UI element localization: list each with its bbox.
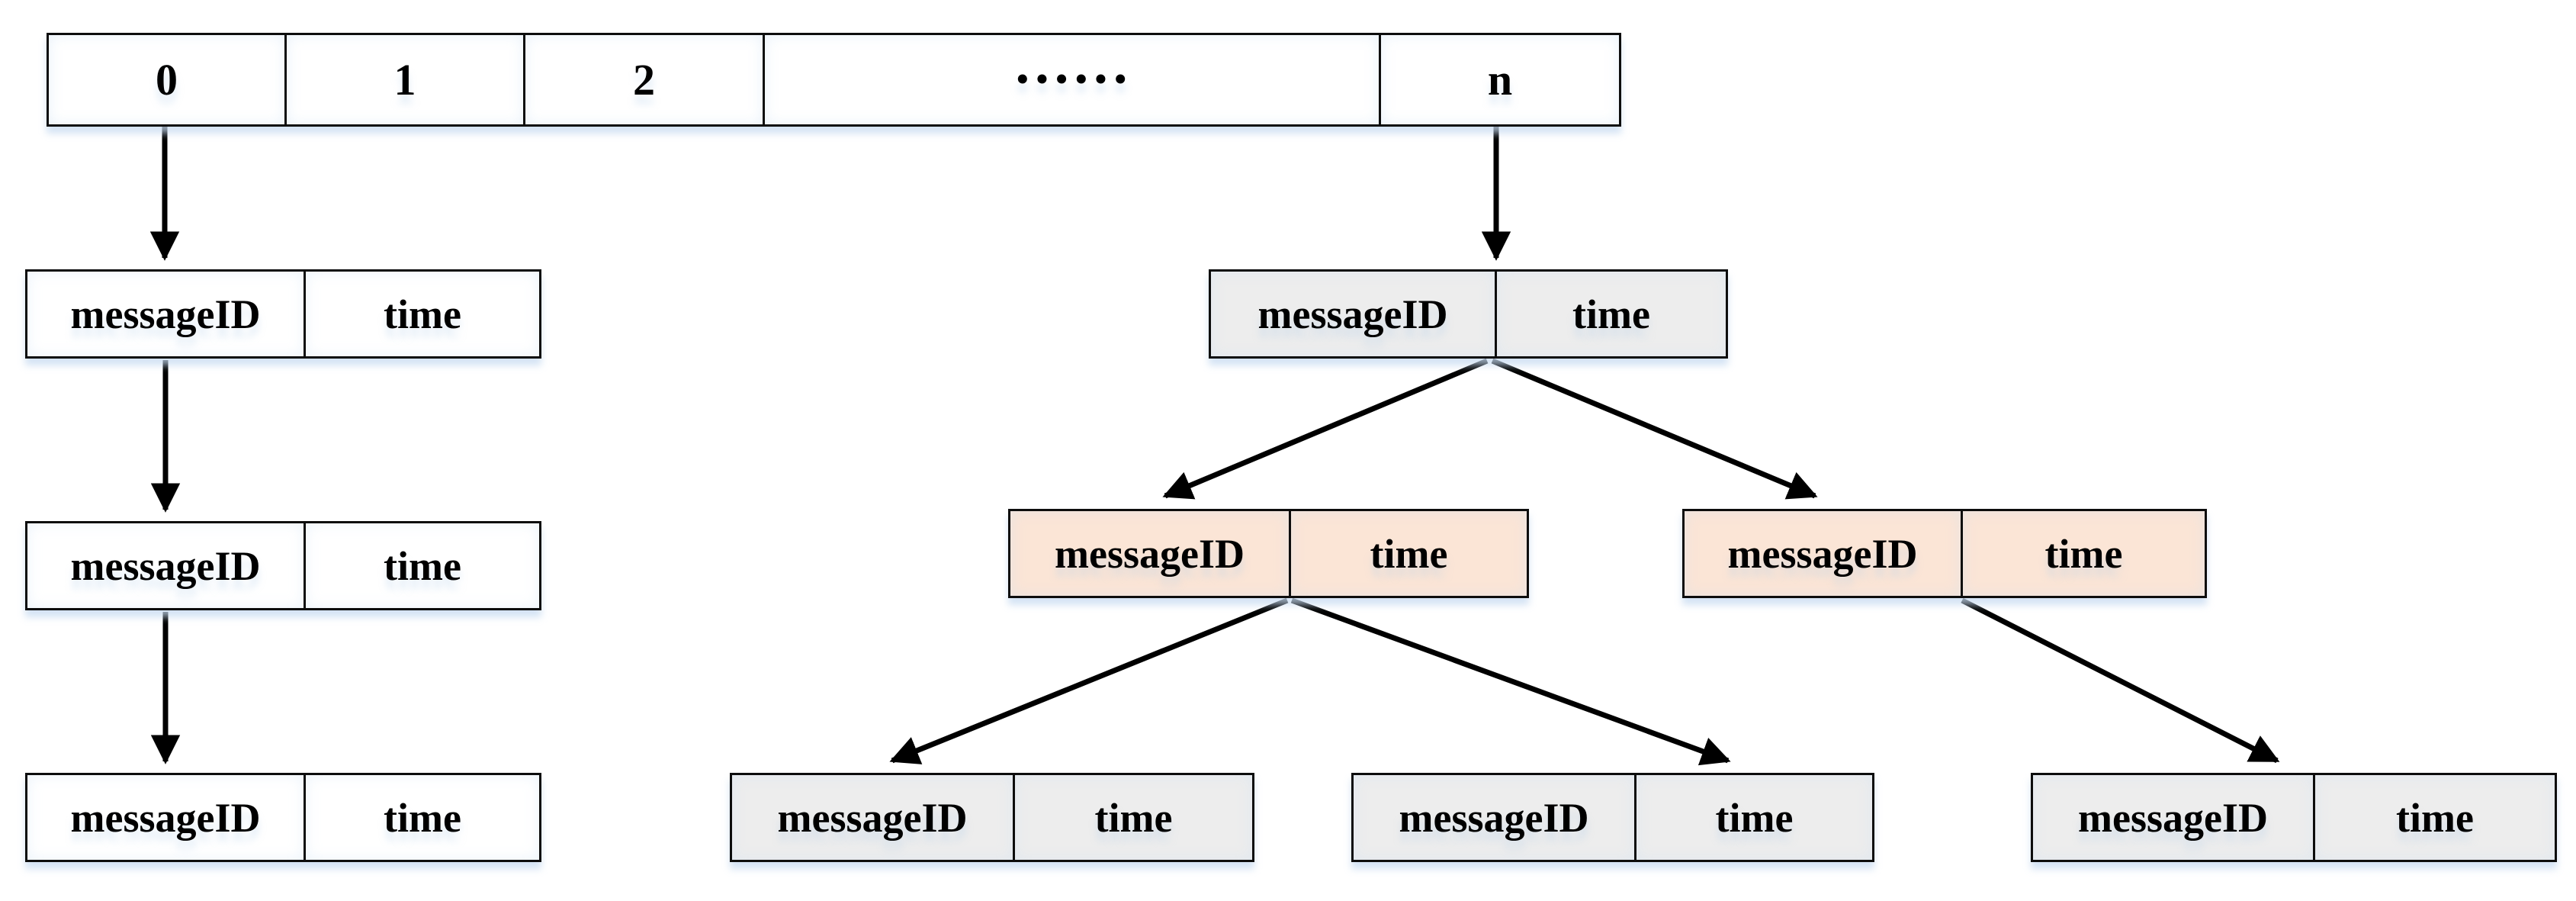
array-cell-n: n bbox=[1379, 35, 1619, 124]
time-cell: time bbox=[306, 272, 539, 356]
arrow-root-to-tree-right bbox=[1491, 358, 1818, 500]
time-cell: time bbox=[1963, 511, 2205, 596]
messageid-cell: messageID bbox=[1354, 775, 1636, 860]
messageid-cell: messageID bbox=[2033, 775, 2315, 860]
arrow-treeleft-to-leaf1 bbox=[889, 597, 1289, 764]
messageid-cell: messageID bbox=[1685, 511, 1963, 596]
time-cell: time bbox=[2315, 775, 2555, 860]
array-cell-2: 2 bbox=[523, 35, 763, 124]
node-leaf-1: messageID time bbox=[730, 773, 1254, 862]
time-cell: time bbox=[306, 523, 539, 608]
time-cell: time bbox=[1497, 272, 1726, 356]
node-leaf-2: messageID time bbox=[1351, 773, 1874, 862]
array-cell-0: 0 bbox=[49, 35, 284, 124]
time-cell: time bbox=[1015, 775, 1252, 860]
time-cell: time bbox=[1291, 511, 1527, 596]
hash-array: 0 1 2 ······ n bbox=[47, 33, 1621, 127]
arrow-treeright-to-leaf3 bbox=[1961, 597, 2280, 764]
node-bucket0-3: messageID time bbox=[25, 773, 541, 862]
node-tree-right: messageID time bbox=[1682, 509, 2207, 598]
messageid-cell: messageID bbox=[732, 775, 1015, 860]
messageid-cell: messageID bbox=[27, 523, 306, 608]
arrow-treeleft-to-leaf2 bbox=[1290, 597, 1731, 766]
node-bucket0-2: messageID time bbox=[25, 521, 541, 610]
array-cell-1: 1 bbox=[284, 35, 523, 124]
arrow-root-to-tree-left bbox=[1162, 358, 1489, 500]
node-tree-left: messageID time bbox=[1008, 509, 1529, 598]
messageid-cell: messageID bbox=[27, 272, 306, 356]
array-cell-ellipsis: ······ bbox=[763, 35, 1379, 124]
node-leaf-3: messageID time bbox=[2031, 773, 2557, 862]
node-bucket0-1: messageID time bbox=[25, 269, 541, 359]
messageid-cell: messageID bbox=[1010, 511, 1291, 596]
time-cell: time bbox=[1636, 775, 1872, 860]
messageid-cell: messageID bbox=[27, 775, 306, 860]
time-cell: time bbox=[306, 775, 539, 860]
messageid-cell: messageID bbox=[1211, 272, 1497, 356]
node-bucketn-root: messageID time bbox=[1209, 269, 1728, 359]
